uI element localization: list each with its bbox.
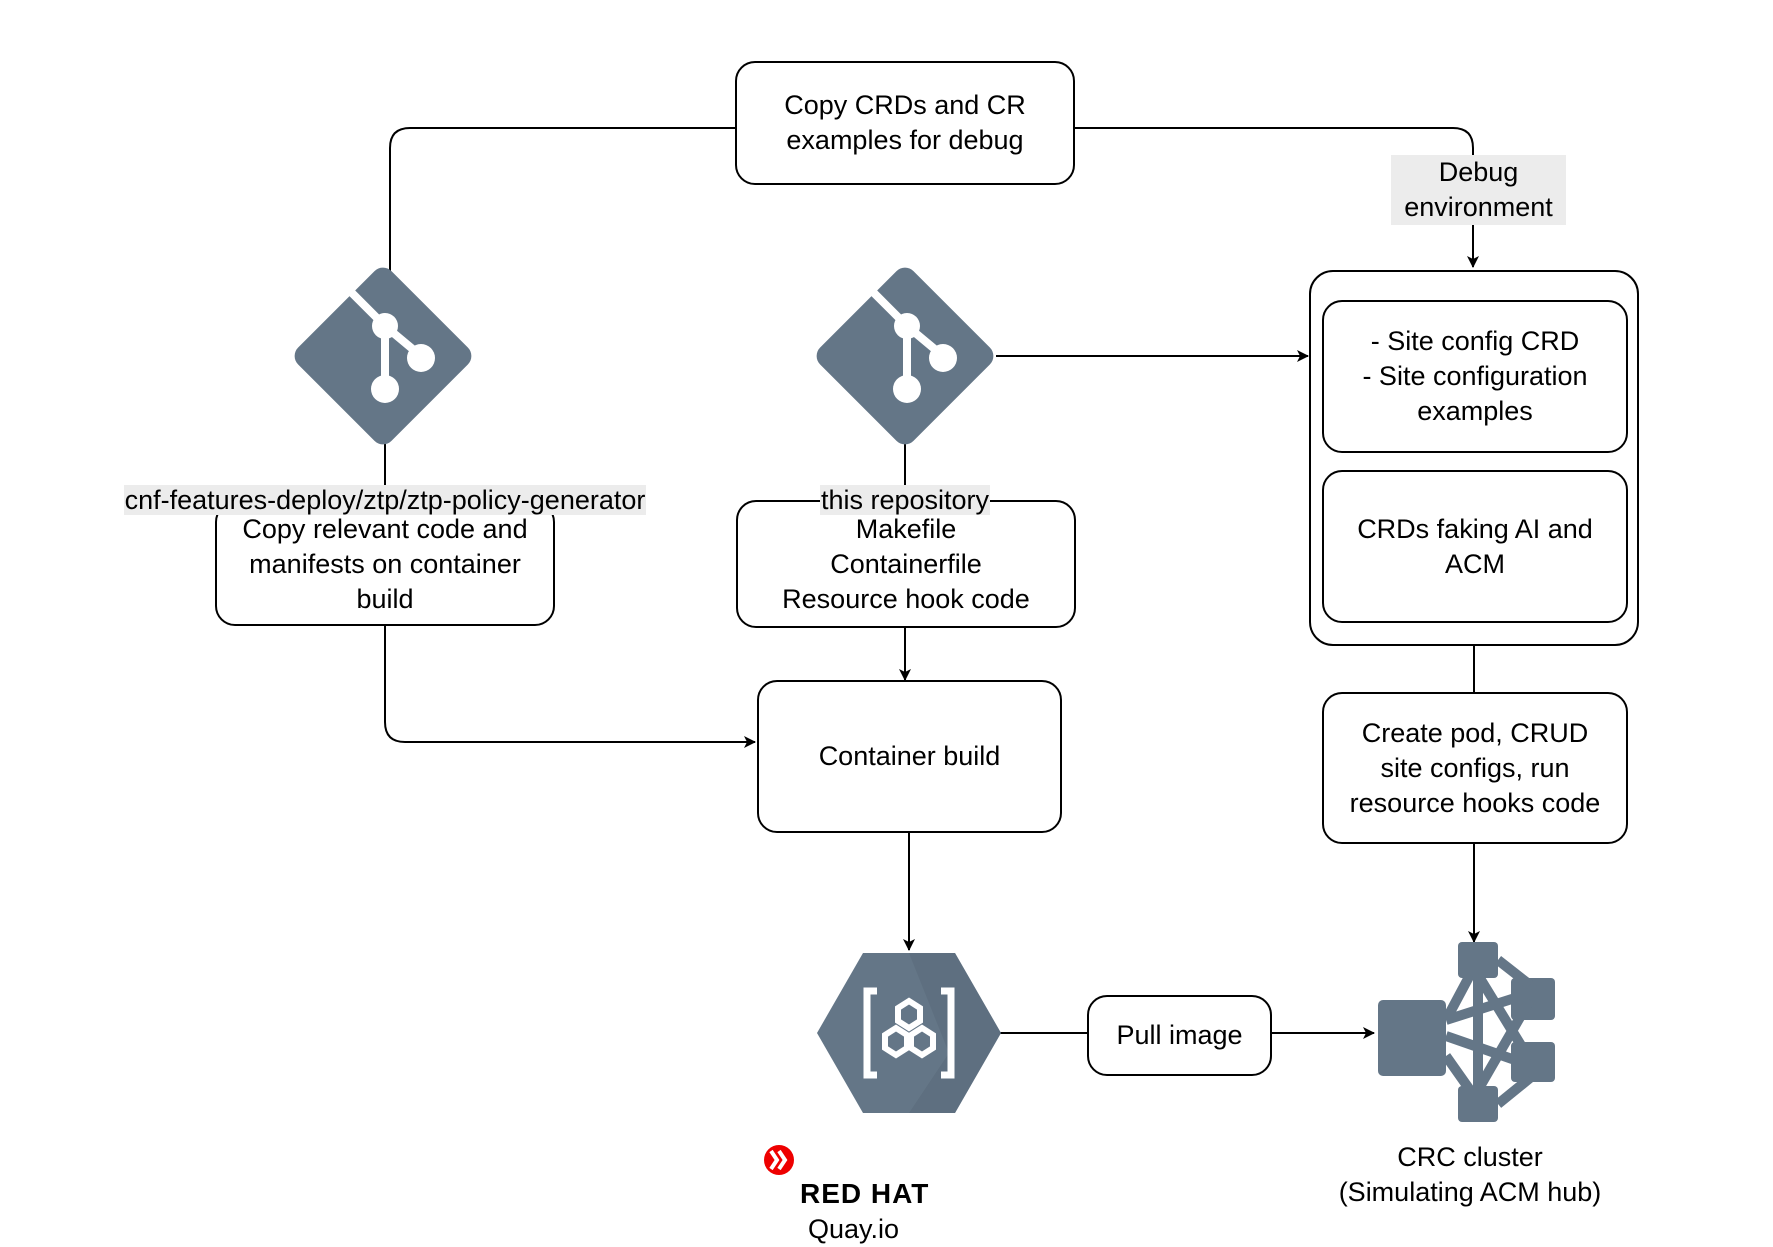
redhat-wordmark: RED HAT — [800, 1178, 930, 1209]
quay-registry-icon — [817, 953, 1001, 1113]
repo-center-text: this repository — [819, 485, 991, 515]
makefile-node: Makefile Containerfile Resource hook cod… — [736, 500, 1076, 628]
repo-center-label: this repository — [755, 448, 1055, 518]
edge-copycrds-to-debugenv — [1075, 127, 1479, 268]
crc-cluster-label: CRC cluster (Simulating ACM hub) — [1338, 1142, 1602, 1207]
edge-leftgit-to-copycrds — [389, 127, 735, 275]
redhat-logo — [764, 1145, 794, 1175]
copy-crds-node: Copy CRDs and CR examples for debug — [735, 61, 1075, 185]
diagram-canvas: Copy CRDs and CR examples for debug Copy… — [40, 61, 1639, 1244]
edge-copycode-to-build — [384, 626, 756, 748]
repo-left-label: cnf-features-deploy/ztp/ztp-policy-gener… — [40, 448, 730, 518]
pull-image-node: Pull image — [1087, 995, 1272, 1076]
git-icon — [294, 267, 472, 445]
create-pod-node: Create pod, CRUD site configs, run resou… — [1322, 692, 1628, 844]
crds-faking-node: CRDs faking AI and ACM — [1322, 470, 1628, 623]
debug-env-label: Debug environment — [1391, 155, 1566, 225]
quay-brand-label: RED HAT Quay.io — [800, 1141, 1070, 1247]
cluster-icon — [1378, 942, 1555, 1122]
git-icon — [816, 267, 994, 445]
site-config-node: - Site config CRD - Site configuration e… — [1322, 300, 1628, 453]
container-build-node: Container build — [757, 680, 1062, 833]
quay-product-text: Quay.io — [808, 1214, 900, 1244]
diagram-connectors — [294, 127, 1555, 1175]
copy-code-node: Copy relevant code and manifests on cont… — [215, 502, 555, 626]
repo-left-text: cnf-features-deploy/ztp/ztp-policy-gener… — [123, 485, 647, 515]
